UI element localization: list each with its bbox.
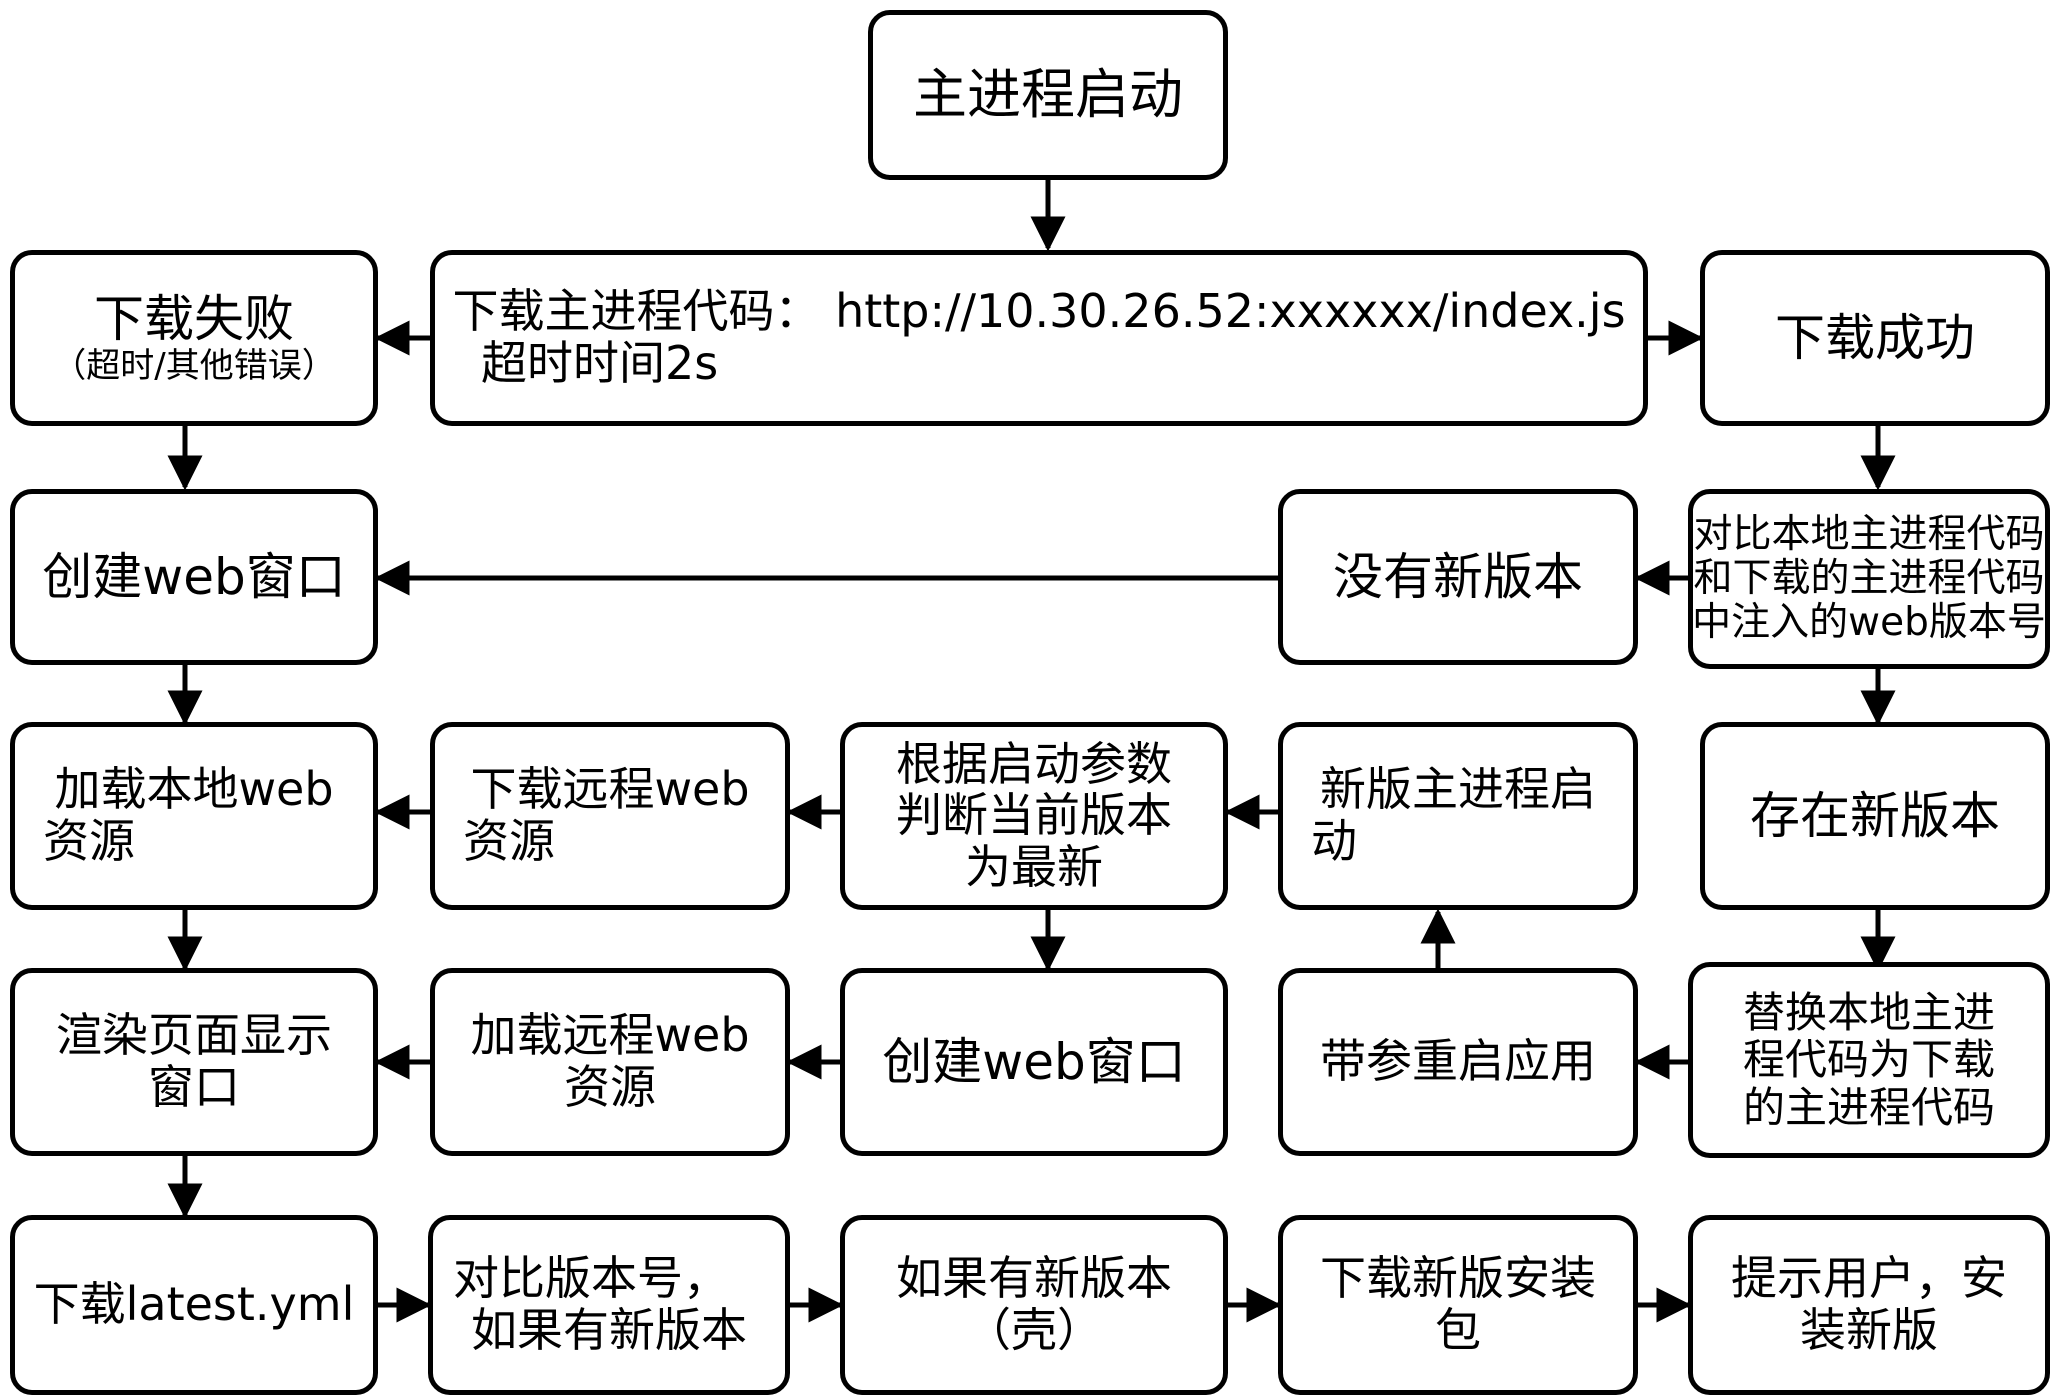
- node-label-line2: 资源: [564, 1060, 656, 1114]
- node-label-line2: 动: [1311, 814, 1357, 868]
- node-label-line1: 如果有新版本: [896, 1251, 1172, 1306]
- node-download-latest-yml[interactable]: 下载latest.yml: [10, 1215, 378, 1395]
- node-label-line1: 替换本地主进: [1742, 988, 1995, 1038]
- node-label-line1: 根据启动参数: [896, 736, 1172, 791]
- node-label-line1: 加载远程web: [470, 1008, 750, 1063]
- node-has-new-version[interactable]: 存在新版本: [1700, 722, 2050, 910]
- node-compare-version-no[interactable]: 对比版本号， 如果有新版本: [428, 1215, 790, 1395]
- node-label-line2: 如果有新版本: [471, 1303, 747, 1357]
- node-no-new-version[interactable]: 没有新版本: [1278, 489, 1638, 665]
- node-judge-latest[interactable]: 根据启动参数 判断当前版本 为最新: [840, 722, 1228, 910]
- node-compare-versions[interactable]: 对比本地主进程代码 和下载的主进程代码 中注入的web版本号: [1688, 489, 2050, 669]
- node-download-main-code[interactable]: 下载主进程代码： http://10.30.26.52:xxxxxx/index…: [430, 250, 1648, 426]
- node-download-fail[interactable]: 下载失败 （超时/其他错误）: [10, 250, 378, 426]
- node-label-line2: 资源: [43, 814, 135, 868]
- node-label-line2: 判断当前版本: [896, 788, 1172, 843]
- node-label-line1: 下载主进程代码： http://10.30.26.52:xxxxxx/index…: [452, 284, 1626, 339]
- node-create-web-window-2[interactable]: 创建web窗口: [840, 968, 1228, 1156]
- node-label-primary: 下载失败: [94, 289, 294, 348]
- node-label-line3: 的主进程代码: [1742, 1082, 1995, 1132]
- node-label-line2: 和下载的主进程代码: [1693, 556, 2045, 602]
- node-if-new-shell[interactable]: 如果有新版本 （壳）: [840, 1215, 1228, 1395]
- node-replace-local-code[interactable]: 替换本地主进 程代码为下载 的主进程代码: [1688, 962, 2050, 1158]
- node-label-line2: 包: [1435, 1303, 1481, 1357]
- node-label-line2: （壳）: [965, 1303, 1103, 1357]
- node-new-main-start[interactable]: 新版主进程启 动: [1278, 722, 1638, 910]
- node-render-page[interactable]: 渲染页面显示 窗口: [10, 968, 378, 1156]
- node-prompt-user[interactable]: 提示用户，安 装新版: [1688, 1215, 2050, 1395]
- node-label-line1: 对比版本号，: [453, 1251, 729, 1306]
- node-label-line2: 程代码为下载: [1742, 1035, 1995, 1085]
- node-label-secondary: （超时/其他错误）: [52, 345, 336, 386]
- node-label-line1: 新版主进程启: [1320, 762, 1596, 817]
- node-label: 创建web窗口: [882, 1033, 1186, 1091]
- node-label-line1: 对比本地主进程代码: [1693, 512, 2045, 558]
- node-label-line2: 资源: [463, 814, 555, 868]
- node-download-remote-web[interactable]: 下载远程web 资源: [430, 722, 790, 910]
- node-label-line1: 加载本地web: [54, 762, 334, 817]
- node-load-local-web[interactable]: 加载本地web 资源: [10, 722, 378, 910]
- node-label-line1: 下载远程web: [470, 762, 750, 817]
- node-label: 主进程启动: [913, 62, 1183, 126]
- node-label: 创建web窗口: [42, 548, 346, 606]
- node-label-line1: 下载新版安装: [1320, 1251, 1596, 1306]
- node-label: 下载latest.yml: [33, 1277, 355, 1332]
- node-label: 下载成功: [1775, 309, 1975, 367]
- node-label-line2: 装新版: [1800, 1303, 1938, 1357]
- node-create-web-window-1[interactable]: 创建web窗口: [10, 489, 378, 665]
- node-label-line1: 渲染页面显示: [56, 1008, 332, 1063]
- node-label: 没有新版本: [1333, 548, 1583, 606]
- node-load-remote-web[interactable]: 加载远程web 资源: [430, 968, 790, 1156]
- node-main-process-start[interactable]: 主进程启动: [868, 10, 1228, 180]
- node-label-line3: 为最新: [965, 839, 1103, 894]
- node-label-line2: 窗口: [148, 1060, 240, 1114]
- node-restart-with-args[interactable]: 带参重启应用: [1278, 968, 1638, 1156]
- node-download-installer[interactable]: 下载新版安装 包: [1278, 1215, 1638, 1395]
- node-label: 存在新版本: [1750, 787, 2000, 845]
- node-label-line1: 提示用户，安: [1731, 1251, 2007, 1306]
- node-label: 带参重启应用: [1320, 1034, 1596, 1089]
- node-label-line3: 中注入的web版本号: [1692, 599, 2046, 645]
- node-label-line2: 超时时间2s: [481, 336, 719, 390]
- node-download-success[interactable]: 下载成功: [1700, 250, 2050, 426]
